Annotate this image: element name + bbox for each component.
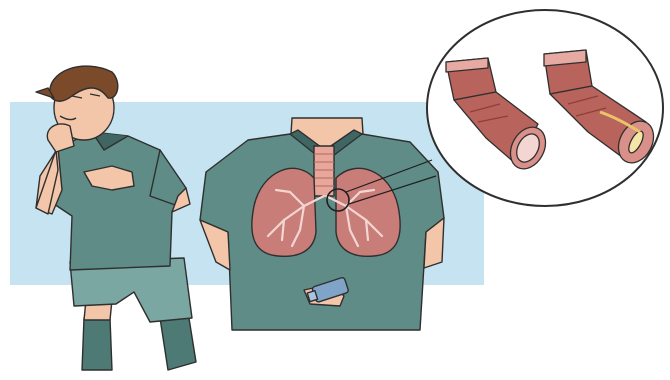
airway-magnifier (427, 10, 663, 206)
torso-with-lungs (200, 118, 444, 330)
child-left-sock (82, 318, 112, 370)
